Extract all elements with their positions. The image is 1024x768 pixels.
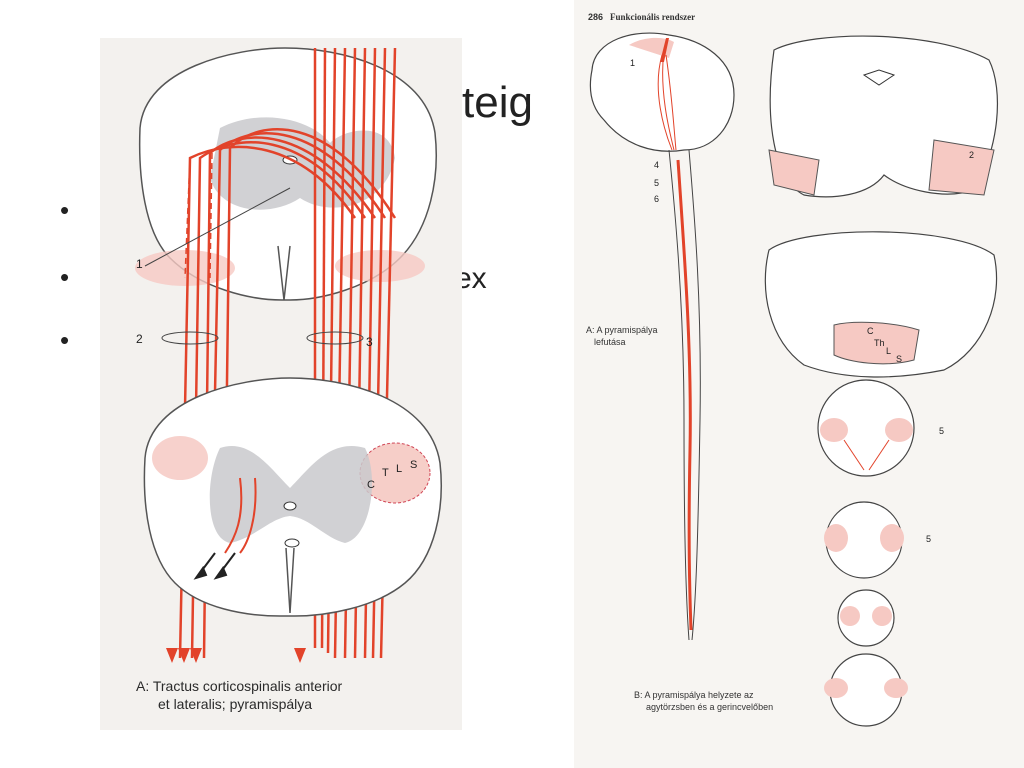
right-figure-panel: 286 Funkcionális rendszer 4 5 6 1 2 C Th… (574, 0, 1024, 768)
r-label-l: L (886, 346, 891, 356)
r-label-5: 5 (654, 178, 659, 188)
bullet-1: • (60, 195, 70, 225)
lower-gray-matter (209, 446, 373, 543)
pyramidal-tract-diagram: 4 5 6 1 2 C Th L S 5 5 (589, 32, 998, 727)
segment-s: S (410, 459, 417, 471)
bullet-3: • (60, 325, 70, 355)
segment-c: C (367, 479, 375, 491)
r-label-5b: 5 (939, 426, 944, 436)
label-1: 1 (136, 257, 143, 271)
caption-b-line1: B: A pyramispálya helyzete az (634, 690, 754, 700)
left-caption-line2: et lateralis; pyramispálya (158, 696, 313, 712)
caption-a-line2: lefutása (594, 337, 626, 347)
page-header: Funkcionális rendszer (610, 12, 696, 22)
caption-a-line1: A: A pyramispálya (586, 325, 658, 335)
lower-pink-anterior (152, 436, 208, 480)
r-label-1: 1 (630, 58, 635, 68)
label-3: 3 (366, 335, 373, 349)
r-label-s: S (896, 354, 902, 364)
pons-section (764, 231, 998, 378)
brain-outline (589, 32, 735, 152)
left-caption-line1: A: Tractus corticospinalis anterior (136, 678, 343, 694)
r-label-th: Th (874, 338, 885, 348)
r-label-6: 6 (654, 194, 659, 204)
thoracic-section (837, 589, 895, 647)
medulla-section (817, 379, 915, 477)
segment-l: L (396, 463, 402, 475)
r-label-5c: 5 (926, 534, 931, 544)
upper-gray-matter (210, 117, 395, 210)
bullet-2: • (60, 262, 70, 292)
left-figure-panel: 1 2 3 C T L S A: Tra (100, 38, 462, 730)
r-label-c: C (867, 326, 874, 336)
r-label-4: 4 (654, 160, 659, 170)
spinal-cord-diagram: 1 2 3 C T L S (135, 47, 442, 663)
r-label-2: 2 (969, 150, 974, 160)
caption-b-line2: agytörzsben és a gerincvelőben (646, 702, 774, 712)
label-2: 2 (136, 332, 143, 346)
segment-t: T (382, 467, 389, 479)
page-number: 286 (588, 12, 604, 22)
